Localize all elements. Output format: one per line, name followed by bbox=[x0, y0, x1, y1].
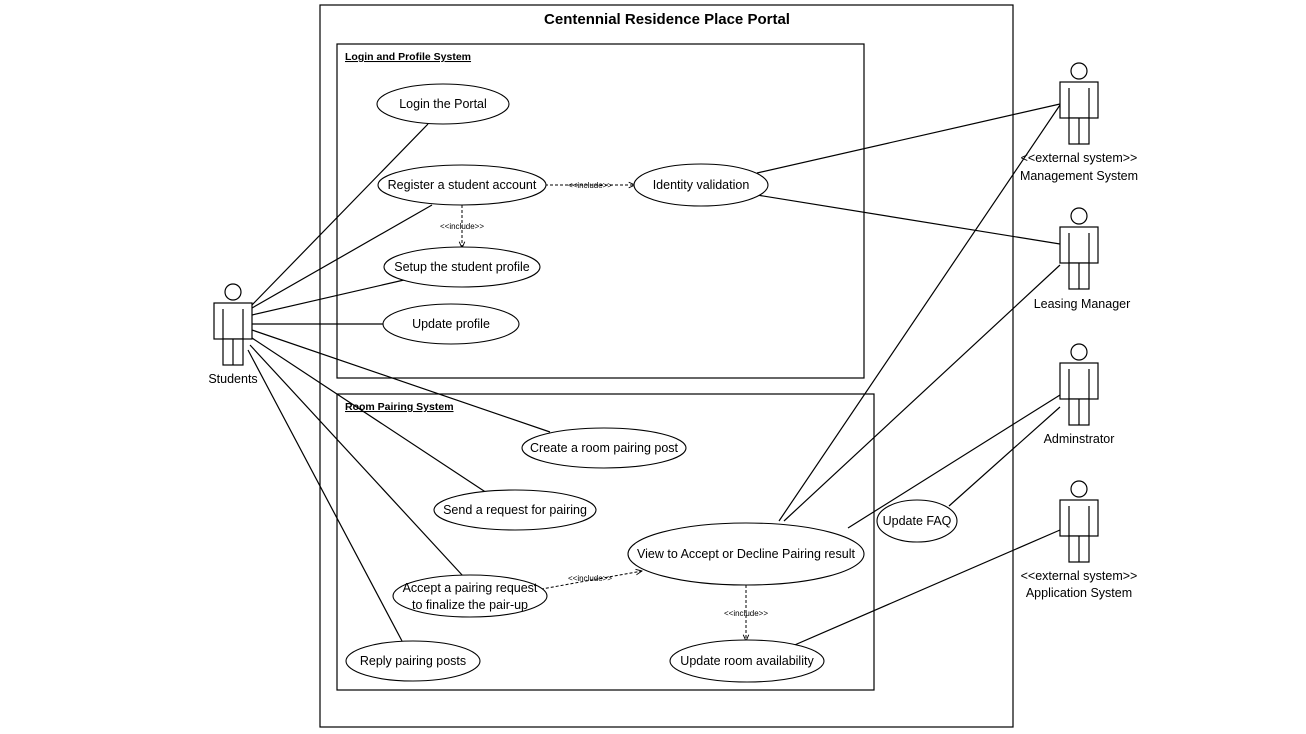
include-label-register-identity: <<include>> bbox=[568, 181, 612, 190]
package-login-profile-label: Login and Profile System bbox=[345, 51, 471, 63]
actor-management-system bbox=[1059, 62, 1099, 145]
use-case-identity-label: Identity validation bbox=[653, 178, 750, 192]
use-case-update-room: Update room availability bbox=[669, 639, 825, 683]
use-case-reply-label: Reply pairing posts bbox=[360, 654, 466, 668]
use-case-register-label: Register a student account bbox=[388, 178, 537, 192]
actor-management-label: Management System bbox=[1020, 169, 1138, 183]
use-case-login-label: Login the Portal bbox=[399, 97, 487, 111]
use-case-update-faq-label: Update FAQ bbox=[883, 514, 952, 528]
actor-students bbox=[213, 283, 253, 366]
use-case-login: Login the Portal bbox=[376, 83, 510, 125]
actor-leasing-manager bbox=[1059, 207, 1099, 290]
use-case-update-profile: Update profile bbox=[382, 303, 520, 345]
use-case-accept-request-label-line2: to finalize the pair-up bbox=[412, 598, 528, 612]
actor-leasing-label: Leasing Manager bbox=[1034, 297, 1131, 311]
use-case-accept-request-label-line1: Accept a pairing request bbox=[403, 581, 538, 595]
use-case-send-request: Send a request for pairing bbox=[433, 489, 597, 531]
actor-administrator bbox=[1059, 343, 1099, 426]
external-associations bbox=[756, 103, 1061, 648]
package-room-pairing-label: Room Pairing System bbox=[345, 401, 454, 413]
use-case-create-post-label: Create a room pairing post bbox=[530, 441, 679, 455]
actor-students-label: Students bbox=[208, 372, 257, 386]
use-case-accept-request: Accept a pairing request to finalize the… bbox=[392, 574, 548, 618]
include-label-register-setup: <<include>> bbox=[440, 222, 484, 231]
system-boundary bbox=[319, 4, 1014, 728]
use-case-reply: Reply pairing posts bbox=[345, 640, 481, 682]
use-case-update-faq: Update FAQ bbox=[876, 499, 958, 543]
include-label-accept-view: <<include>> bbox=[568, 574, 612, 583]
include-label-view-update: <<include>> bbox=[724, 609, 768, 618]
students-associations bbox=[247, 123, 551, 642]
actor-application-label: Application System bbox=[1026, 586, 1132, 600]
actor-application-stereotype: <<external system>> bbox=[1021, 569, 1138, 583]
diagram-title: Centennial Residence Place Portal bbox=[544, 11, 790, 28]
use-case-identity: Identity validation bbox=[633, 163, 769, 207]
include-relations bbox=[462, 185, 746, 641]
use-case-update-room-label: Update room availability bbox=[680, 654, 814, 668]
actor-management-stereotype: <<external system>> bbox=[1021, 151, 1138, 165]
use-case-send-request-label: Send a request for pairing bbox=[443, 503, 587, 517]
use-case-setup: Setup the student profile bbox=[383, 246, 541, 288]
actor-application-system bbox=[1059, 480, 1099, 563]
actor-admin-label: Adminstrator bbox=[1044, 432, 1115, 446]
use-case-register: Register a student account bbox=[377, 164, 547, 206]
package-room-pairing bbox=[336, 393, 875, 691]
use-case-update-profile-label: Update profile bbox=[412, 317, 490, 331]
use-case-view-result: View to Accept or Decline Pairing result bbox=[627, 522, 865, 586]
use-case-view-result-label: View to Accept or Decline Pairing result bbox=[637, 547, 855, 561]
package-login-profile bbox=[336, 43, 865, 379]
use-case-create-post: Create a room pairing post bbox=[521, 427, 687, 469]
use-case-setup-label: Setup the student profile bbox=[394, 260, 530, 274]
